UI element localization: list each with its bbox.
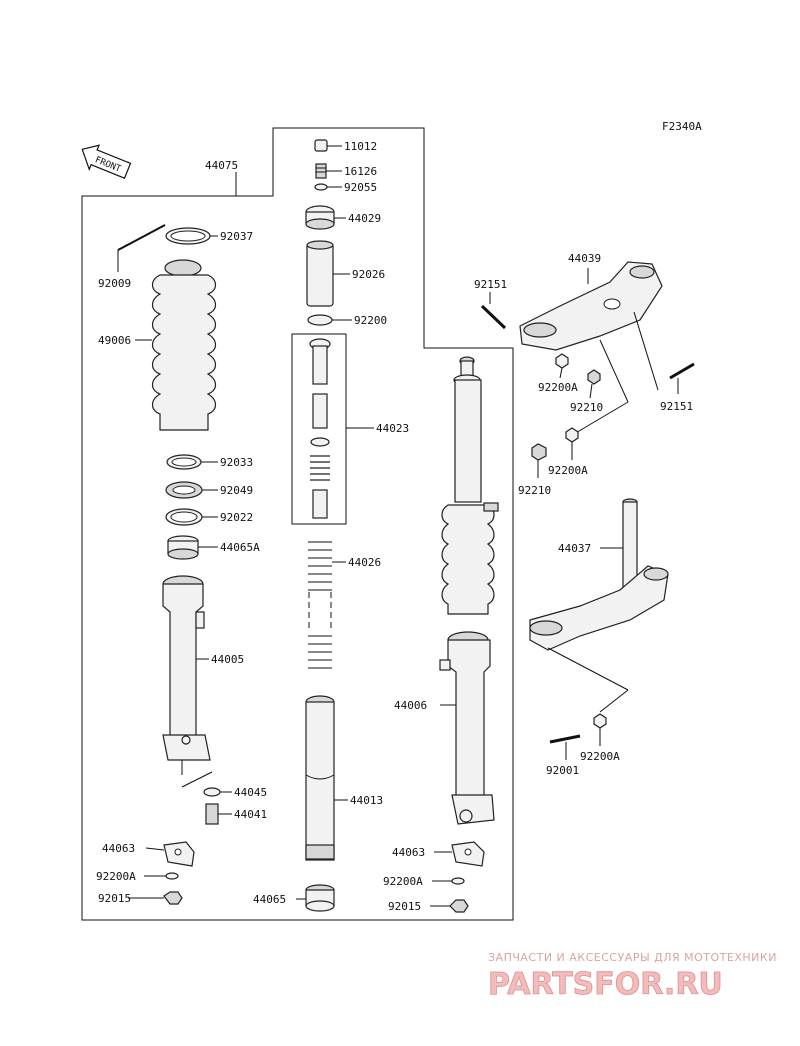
bolt-92001 [549, 734, 581, 760]
outer-tube-44005 [162, 575, 211, 775]
washer-92200A-left [144, 872, 179, 880]
fork-cap-44029 [305, 205, 346, 230]
washer-92200 [307, 314, 352, 326]
label-92026: 92026 [352, 268, 385, 281]
oil-seal-92049 [165, 481, 218, 499]
label-44065A: 44065A [220, 541, 260, 554]
axle-clamp-44063-right [434, 841, 485, 867]
label-11012: 11012 [344, 140, 377, 153]
fork-boot-49006 [135, 259, 217, 431]
damper-rod-box [291, 333, 347, 525]
label-92210-b: 92210 [518, 484, 551, 497]
label-92055: 92055 [344, 181, 377, 194]
bushing-44065 [296, 884, 335, 912]
label-44006: 44006 [394, 699, 427, 712]
label-44063-right: 44063 [392, 846, 425, 859]
inner-tube-44013 [305, 695, 348, 861]
washer-92200A-c [593, 713, 607, 746]
label-92015-left: 92015 [98, 892, 131, 905]
label-92009: 92009 [98, 277, 131, 290]
gasket-44045 [181, 771, 232, 797]
figure-code: F2340A [662, 120, 702, 133]
washer-92200A-b [565, 427, 579, 460]
label-44005: 44005 [211, 653, 244, 666]
watermark-logo: PARTSFOR.RU [488, 967, 723, 1002]
label-49006: 49006 [98, 334, 131, 347]
label-92200A-left: 92200A [96, 870, 136, 883]
outer-tube-44006 [439, 631, 495, 825]
label-44063-left: 44063 [102, 842, 135, 855]
label-92200A-a: 92200A [538, 381, 578, 394]
label-92049: 92049 [220, 484, 253, 497]
front-arrow-icon: FRONT [81, 144, 132, 179]
nut-92210-a [587, 369, 601, 399]
bolt-92151-top [480, 292, 507, 330]
watermark-tagline: ЗАПЧАСТИ И АКСЕССУАРЫ ДЛЯ МОТОТЕХНИКИ [488, 951, 777, 964]
label-44013: 44013 [350, 794, 383, 807]
label-92151-top: 92151 [474, 278, 507, 291]
nut-92015-left [128, 891, 183, 905]
label-44039: 44039 [568, 252, 601, 265]
label-44075: 44075 [205, 159, 238, 172]
label-44023: 44023 [376, 422, 409, 435]
nut-92015-right [430, 899, 469, 913]
washer-92022 [165, 508, 218, 526]
label-92200A-c: 92200A [580, 750, 620, 763]
upper-bracket-44039 [519, 261, 663, 351]
spacer-92026 [306, 240, 350, 307]
label-92151-right: 92151 [660, 400, 693, 413]
damper-rod-44023 [309, 338, 374, 519]
stem-lower-bracket-44037 [529, 498, 669, 651]
label-44041: 44041 [234, 808, 267, 821]
adjuster-16126 [315, 163, 342, 179]
o-ring-92055 [314, 183, 342, 191]
label-92200A-b: 92200A [548, 464, 588, 477]
snap-ring-92033 [166, 454, 218, 470]
cap-bolt-11012 [314, 139, 342, 152]
washer-92200A-a [555, 353, 569, 379]
label-44045: 44045 [234, 786, 267, 799]
label-92200A-right: 92200A [383, 875, 423, 888]
screw-92009 [117, 224, 166, 272]
assembly-outline [81, 127, 514, 921]
fork-spring-44026 [308, 541, 346, 669]
bushing-44065A [167, 535, 218, 560]
label-92037: 92037 [220, 230, 253, 243]
fork-leg-assembly [441, 356, 499, 615]
drain-bolt-44041 [205, 803, 232, 825]
axle-clamp-44063-left [145, 841, 195, 867]
label-44026: 44026 [348, 556, 381, 569]
label-44037: 44037 [558, 542, 591, 555]
label-92210-a: 92210 [570, 401, 603, 414]
washer-92200A-right [432, 877, 465, 885]
label-44065: 44065 [253, 893, 286, 906]
label-92033: 92033 [220, 456, 253, 469]
label-16126: 16126 [344, 165, 377, 178]
bolt-92151-right [669, 362, 695, 394]
clamp-92037 [165, 227, 218, 245]
label-92022: 92022 [220, 511, 253, 524]
nut-92210-b [531, 443, 547, 478]
label-92001: 92001 [546, 764, 579, 777]
label-92015-right: 92015 [388, 900, 421, 913]
label-44029: 44029 [348, 212, 381, 225]
label-92200: 92200 [354, 314, 387, 327]
